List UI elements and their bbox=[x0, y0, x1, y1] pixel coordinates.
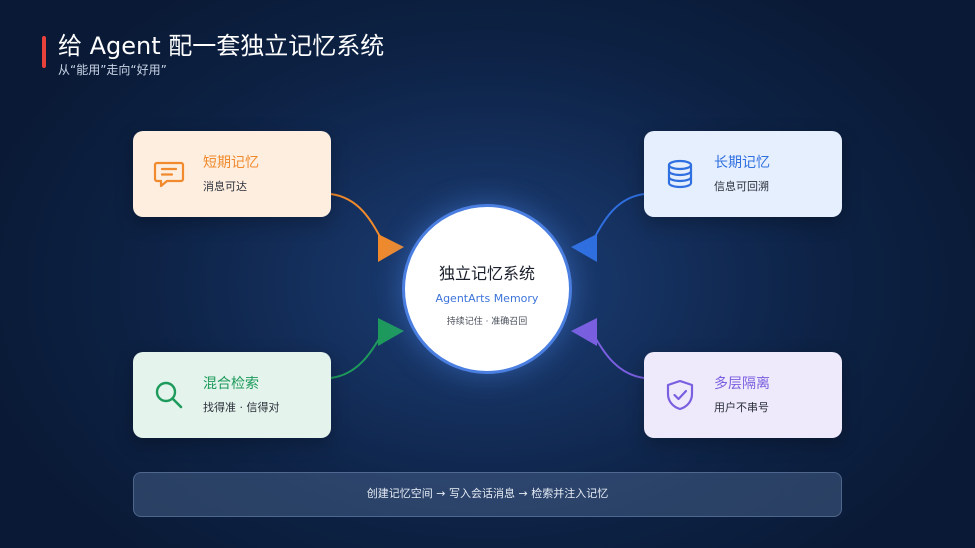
arrow-multi-layer bbox=[571, 318, 597, 346]
card-title: 多层隔离 bbox=[714, 376, 770, 392]
connector-hybrid-search bbox=[330, 330, 385, 379]
card-multi-layer-isolation: 多层隔离 用户不串号 bbox=[644, 352, 842, 438]
connector-long-term bbox=[590, 193, 645, 245]
database-icon bbox=[667, 159, 693, 189]
center-memory-system-node: 独立记忆系统 AgentArts Memory 持续记住 · 准确召回 bbox=[402, 204, 572, 374]
card-description: 信息可回溯 bbox=[714, 180, 769, 193]
center-subtitle: AgentArts Memory bbox=[435, 292, 539, 305]
connector-short-term bbox=[330, 193, 385, 245]
card-description: 消息可达 bbox=[203, 180, 247, 193]
shield-check-icon bbox=[666, 379, 694, 411]
card-long-term-memory: 长期记忆 信息可回溯 bbox=[644, 131, 842, 217]
center-title: 独立记忆系统 bbox=[438, 264, 535, 283]
search-icon bbox=[155, 381, 183, 409]
page-subtitle: 从“能用”走向“好用” bbox=[58, 63, 167, 77]
page-title: 给 Agent 配一套独立记忆系统 bbox=[58, 32, 385, 60]
title-accent-bar bbox=[42, 36, 46, 68]
flow-banner: 创建记忆空间 → 写入会话消息 → 检索并注入记忆 bbox=[133, 472, 842, 517]
center-note: 持续记住 · 准确召回 bbox=[446, 317, 528, 327]
card-short-term-memory: 短期记忆 消息可达 bbox=[133, 131, 331, 217]
chat-bubble-icon bbox=[153, 161, 185, 188]
arrow-short-term bbox=[378, 234, 404, 262]
card-title: 混合检索 bbox=[203, 376, 259, 392]
card-description: 用户不串号 bbox=[714, 401, 769, 414]
arrow-long-term bbox=[571, 234, 597, 262]
card-title: 长期记忆 bbox=[714, 155, 770, 171]
arrow-hybrid-search bbox=[378, 318, 404, 346]
card-hybrid-search: 混合检索 找得准 · 信得对 bbox=[133, 352, 331, 438]
connector-multi-layer bbox=[590, 330, 645, 379]
card-title: 短期记忆 bbox=[203, 155, 259, 171]
flow-text: 创建记忆空间 → 写入会话消息 → 检索并注入记忆 bbox=[366, 487, 609, 500]
card-description: 找得准 · 信得对 bbox=[203, 401, 280, 414]
